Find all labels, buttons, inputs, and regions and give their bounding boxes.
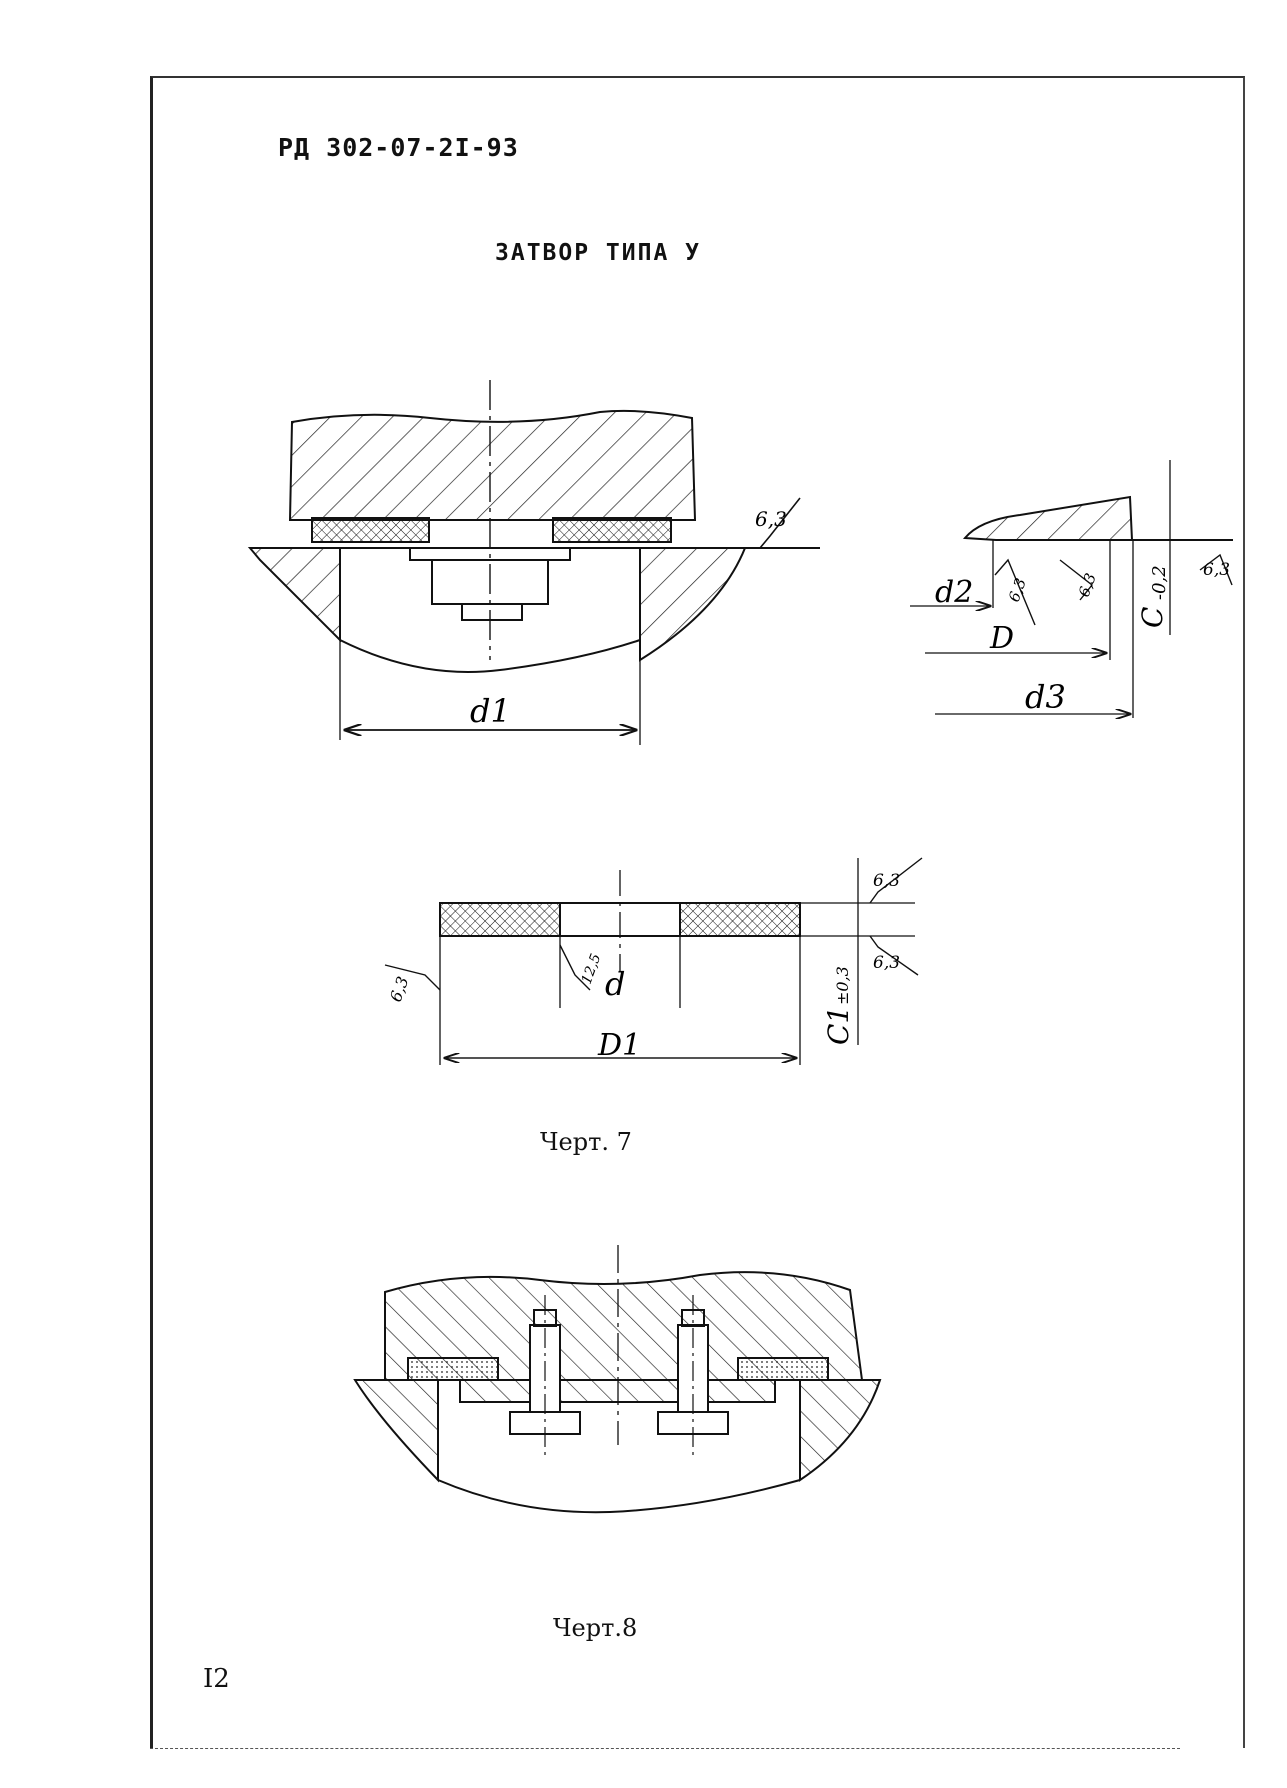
roughness-label: 6,3 <box>755 507 787 531</box>
fig7-seat-detail <box>910 460 1233 718</box>
page-title: ЗАТВОР ТИПА У <box>495 240 702 266</box>
roughness-ring-3: 6,3 <box>386 974 413 1004</box>
label-c1-tol: ±0,3 <box>833 966 852 1005</box>
label-d: d <box>605 965 625 1003</box>
drawing-frame <box>150 76 1245 1748</box>
roughness-ring-2: 6,3 <box>873 953 900 973</box>
figure-8-caption: Черт.8 <box>553 1614 638 1642</box>
label-D1: D1 <box>597 1028 641 1063</box>
fig7-gasket-ring <box>384 857 923 1065</box>
label-c: C <box>1136 607 1169 628</box>
label-c-tol: -0,2 <box>1149 565 1170 600</box>
label-c1: C1 <box>822 1006 855 1045</box>
page-number: I2 <box>203 1664 230 1694</box>
label-d3: d3 <box>1025 678 1066 716</box>
roughness-ring-4: 12,5 <box>579 952 605 987</box>
fig8-assembly <box>353 1245 882 1514</box>
label-d2: d2 <box>935 575 973 610</box>
roughness-ring-1: 6,3 <box>873 871 900 891</box>
document-code: РД 302-07-2I-93 <box>278 133 519 162</box>
figure-7-caption: Черт. 7 <box>540 1128 632 1156</box>
label-D: D <box>989 621 1014 656</box>
fig7-assembly <box>247 380 820 745</box>
roughness-seat-3: 6,3 <box>1203 560 1230 580</box>
label-d1: d1 <box>470 692 511 730</box>
bottom-rule <box>150 1748 1180 1749</box>
roughness-seat-1: 6,3 <box>1005 576 1030 605</box>
